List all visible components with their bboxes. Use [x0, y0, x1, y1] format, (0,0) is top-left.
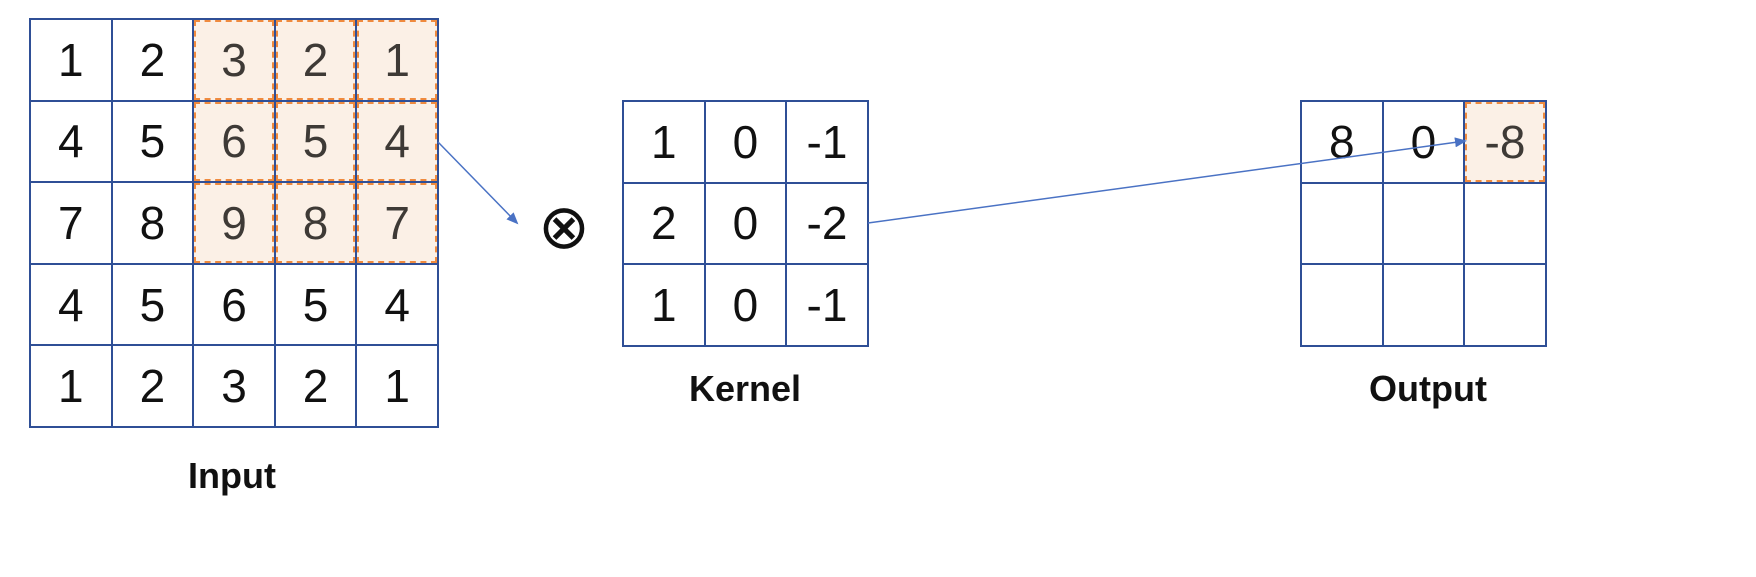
input-cell-r0-c4: 1 — [355, 18, 439, 102]
kernel-cell-r2-c2: -1 — [785, 263, 869, 347]
input-cell-r4-c3: 2 — [273, 344, 358, 428]
input-cell-r4-c0: 1 — [29, 344, 113, 428]
output-cell-r0-c2: -8 — [1463, 100, 1547, 184]
output-label: Output — [1369, 368, 1487, 409]
input-cell-r4-c4: 1 — [355, 344, 439, 428]
input-to-operator-arrow — [437, 141, 519, 225]
input-cell-r2-c2: 9 — [192, 181, 276, 265]
kernel-to-output-arrow — [867, 137, 1467, 224]
input-cell-r1-c4: 4 — [355, 99, 439, 184]
input-cell-r1-c2: 6 — [192, 99, 276, 184]
kernel-label: Kernel — [688, 368, 802, 409]
output-cell-r2-c2 — [1463, 263, 1547, 347]
input-cell-r2-c3: 8 — [273, 181, 358, 265]
kernel-cell-r1-c2: -2 — [785, 181, 869, 266]
input-label: Input — [188, 455, 276, 496]
convolution-operator-icon: ⊗ — [538, 193, 590, 262]
input-cell-r2-c4: 7 — [355, 181, 439, 265]
output-cell-r0-c1: 0 — [1381, 100, 1466, 184]
input-cell-r0-c3: 2 — [273, 18, 358, 102]
